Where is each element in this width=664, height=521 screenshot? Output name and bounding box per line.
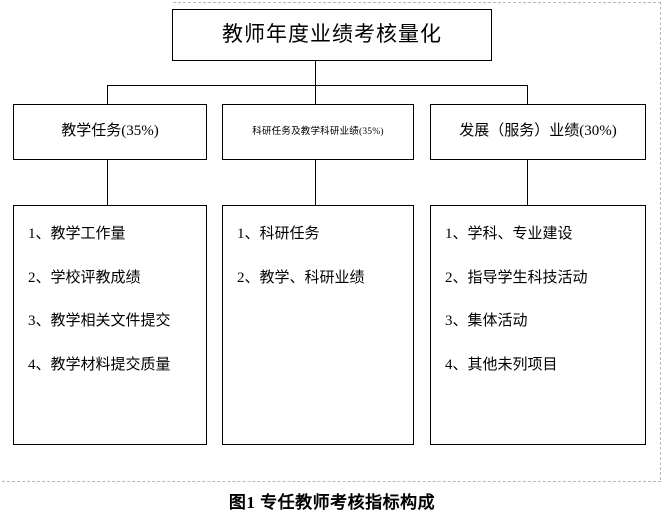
- connector-drop-items-1: [107, 160, 108, 205]
- page-guide-caption-separator: [2, 481, 661, 483]
- connector-root-stem: [315, 61, 316, 85]
- list-item: 1、科研任务: [237, 226, 320, 242]
- list-item: 1、学科、专业建设: [445, 226, 573, 242]
- items-box-development: 1、学科、专业建设 2、指导学生科技活动 3、集体活动 4、其他未列项目: [430, 205, 646, 445]
- items-box-teaching: 1、教学工作量 2、学校评教成绩 3、教学相关文件提交 4、教学材料提交质量: [13, 205, 207, 445]
- figure-caption: 图1 专任教师考核指标构成: [228, 493, 436, 512]
- connector-drop-category-3: [527, 85, 528, 104]
- list-item: 2、指导学生科技活动: [445, 269, 588, 286]
- list-item: 2、教学、科研业绩: [237, 269, 365, 286]
- items-list-research: 1、科研任务 2、教学、科研业绩: [223, 206, 413, 313]
- category-label-teaching: 教学任务(35%): [61, 123, 159, 140]
- list-item: 4、其他未列项目: [445, 356, 558, 373]
- category-label-research: 科研任务及教学科研业绩(35%): [252, 126, 384, 137]
- category-box-development: 发展（服务）业绩(30%): [430, 104, 646, 160]
- items-list-development: 1、学科、专业建设 2、指导学生科技活动 3、集体活动 4、其他未列项目: [431, 206, 645, 400]
- root-node-label: 教师年度业绩考核量化: [222, 22, 442, 47]
- page-guide-top: [173, 2, 661, 4]
- list-item: 1、教学工作量: [28, 226, 126, 242]
- root-node-box: 教师年度业绩考核量化: [172, 9, 492, 61]
- items-box-research: 1、科研任务 2、教学、科研业绩: [222, 205, 414, 445]
- list-item: 3、教学相关文件提交: [28, 313, 171, 329]
- list-item: 3、集体活动: [445, 313, 528, 329]
- category-box-research: 科研任务及教学科研业绩(35%): [222, 104, 414, 160]
- category-label-development: 发展（服务）业绩(30%): [459, 123, 617, 140]
- page-guide-right: [660, 2, 662, 480]
- connector-drop-items-2: [315, 160, 316, 205]
- connector-drop-category-1: [107, 85, 108, 104]
- connector-drop-items-3: [527, 160, 528, 205]
- connector-distribution-bar: [107, 85, 528, 86]
- category-box-teaching: 教学任务(35%): [13, 104, 207, 160]
- items-list-teaching: 1、教学工作量 2、学校评教成绩 3、教学相关文件提交 4、教学材料提交质量: [14, 206, 206, 400]
- list-item: 4、教学材料提交质量: [28, 356, 171, 373]
- list-item: 2、学校评教成绩: [28, 269, 141, 286]
- connector-drop-category-2: [315, 85, 316, 104]
